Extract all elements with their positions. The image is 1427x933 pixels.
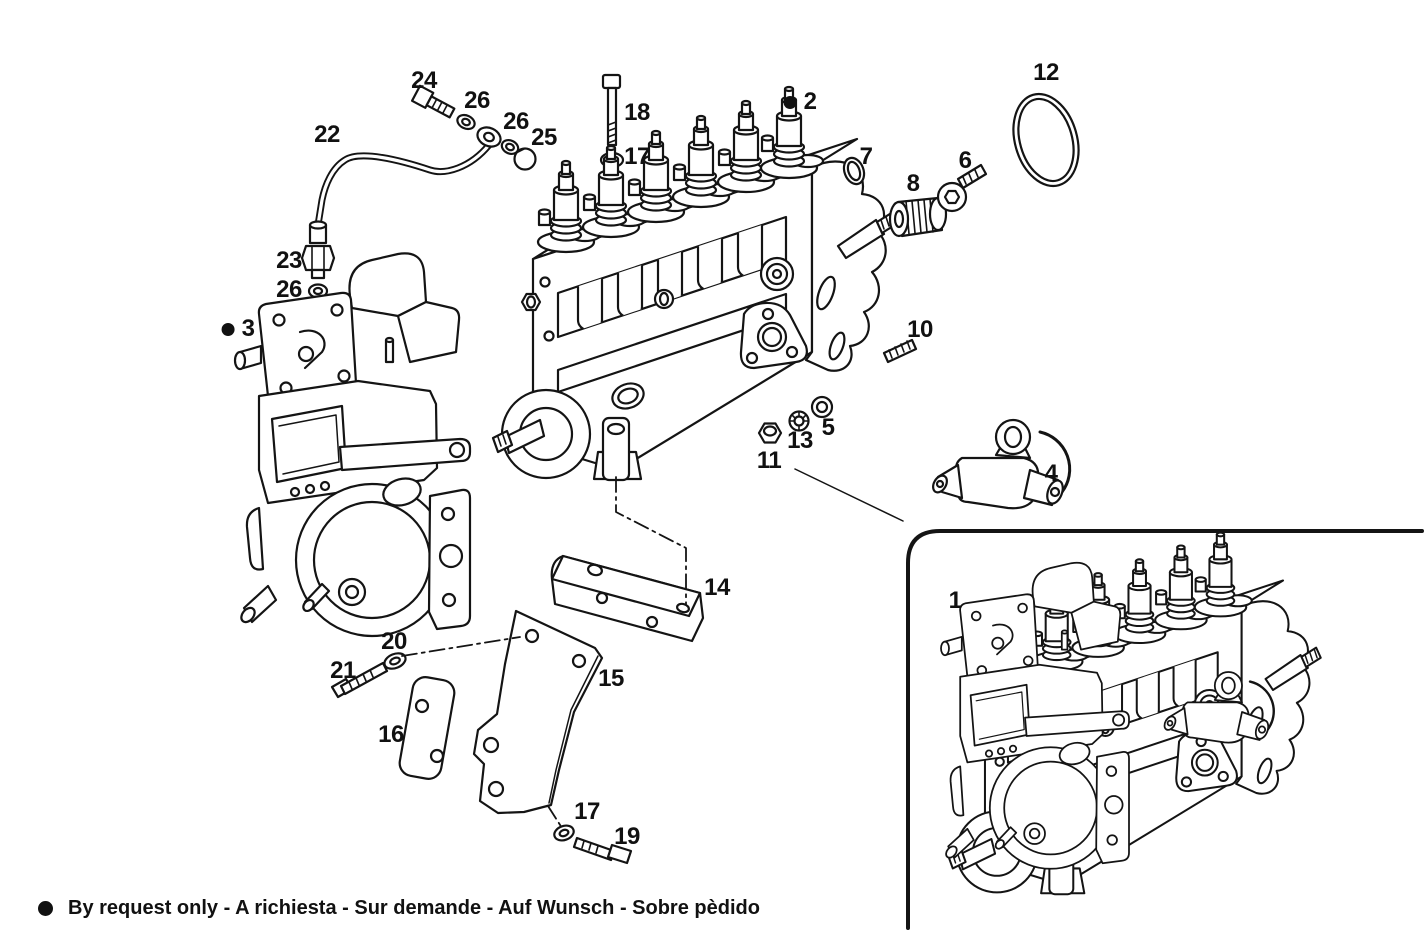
- part-19-bolt: [572, 836, 633, 865]
- callout-5: 5: [821, 414, 835, 441]
- callout-18: 18: [624, 99, 650, 126]
- fuel-line-eye: [476, 126, 502, 148]
- part-16-plate: [398, 676, 456, 780]
- main-view: [233, 73, 1080, 865]
- callout-19: 19: [614, 823, 640, 850]
- part-8-knurled-coupling: [888, 196, 948, 238]
- inset-lead-in-line: [794, 468, 904, 522]
- callout-7: 7: [859, 143, 873, 170]
- part-26-washer-a: [456, 113, 476, 131]
- part-3-governor: [233, 252, 472, 638]
- callout-25: 25: [531, 124, 557, 151]
- callout-24: 24: [411, 67, 437, 94]
- by-request-bullet: [783, 95, 797, 109]
- part-14-bracket: [550, 554, 705, 643]
- leader-washer-17b: [547, 805, 563, 829]
- part-21-bolt: [330, 661, 389, 699]
- callout-1: 1: [948, 587, 962, 614]
- callout-10: 10: [907, 316, 933, 343]
- callout-14: 14: [704, 574, 730, 601]
- callout-26-b: 26: [503, 108, 529, 135]
- callout-12: 12: [1033, 59, 1059, 86]
- callout-26-a: 26: [464, 87, 490, 114]
- part-11-nut: [757, 422, 783, 444]
- callout-17-a: 17: [624, 143, 650, 170]
- part-20-washer: [383, 652, 407, 670]
- callout-23: 23: [276, 247, 302, 274]
- part-24-banjo-bolt: [410, 84, 456, 119]
- callout-26-c: 26: [276, 276, 302, 303]
- part-23-fitting: [300, 244, 336, 280]
- part-15-bracket: [472, 609, 604, 815]
- callout-3-text: 3: [241, 315, 255, 342]
- callout-2: 2: [783, 88, 817, 115]
- callout-13: 13: [787, 427, 813, 454]
- footnote: By request only - A richiesta - Sur dema…: [38, 897, 760, 920]
- footnote-by-request-bullet: [38, 901, 53, 916]
- callout-22: 22: [314, 121, 340, 148]
- leader-bracket-16: [401, 636, 521, 657]
- callout-8: 8: [906, 170, 920, 197]
- part-25-plug: [513, 147, 537, 171]
- callout-2-text: 2: [803, 88, 817, 115]
- callout-15: 15: [598, 665, 624, 692]
- callout-4: 4: [1044, 460, 1058, 487]
- part-5-nut: [810, 395, 834, 419]
- callout-17-b: 17: [574, 798, 600, 825]
- callout-21: 21: [330, 657, 356, 684]
- leader-bracket-14: [615, 476, 687, 605]
- by-request-bullet: [221, 322, 235, 336]
- part-12-oring-large: [1012, 92, 1080, 188]
- inset-border: [906, 529, 1424, 930]
- callout-20: 20: [381, 628, 407, 655]
- part-10-stud: [882, 338, 918, 364]
- part-18-bolt: [601, 73, 622, 147]
- part-13-lock-washer: [788, 410, 810, 432]
- part-6-screw: [936, 163, 988, 213]
- part-22-fuel-line: [308, 141, 493, 245]
- inset-view: [906, 529, 1424, 930]
- callout-6: 6: [958, 147, 972, 174]
- callout-3: 3: [221, 315, 255, 342]
- callout-11: 11: [756, 447, 782, 474]
- part-26-washer-c: [307, 283, 329, 299]
- part-17-washer-b: [553, 824, 575, 842]
- footnote-text: By request only - A richiesta - Sur dema…: [68, 897, 760, 919]
- part-7-oring: [842, 156, 866, 186]
- callout-16: 16: [378, 721, 404, 748]
